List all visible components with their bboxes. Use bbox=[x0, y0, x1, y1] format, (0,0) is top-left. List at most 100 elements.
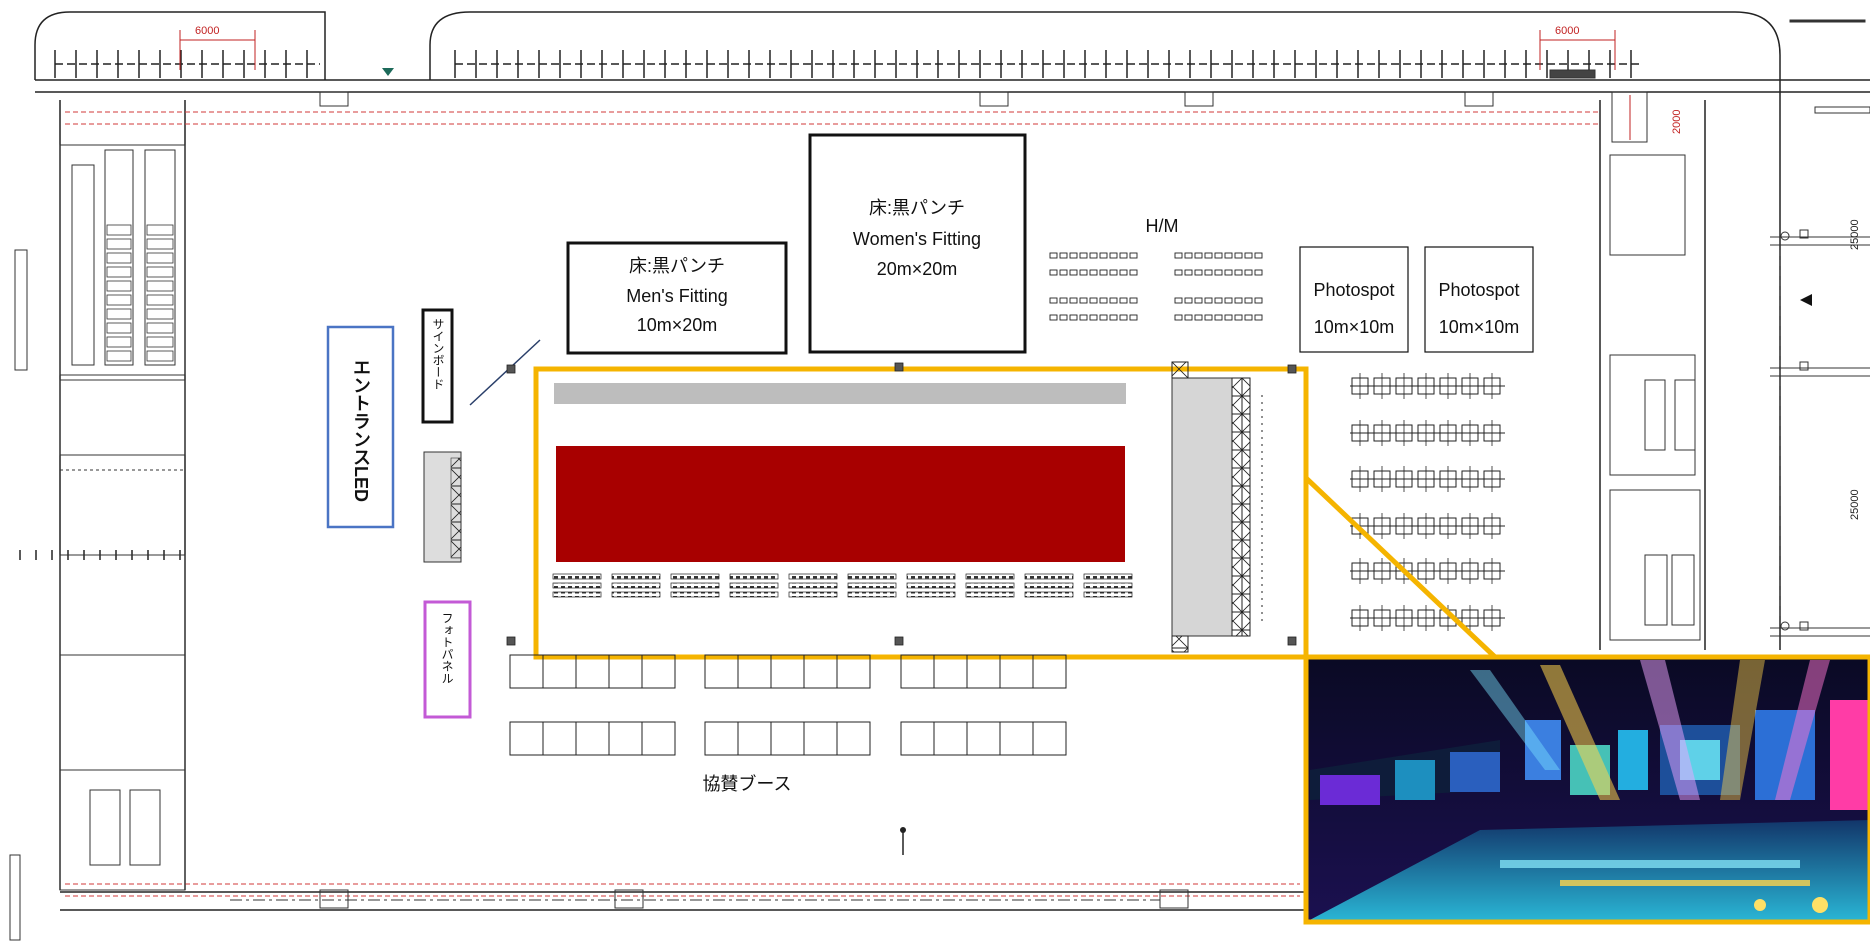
hm-seat bbox=[1079, 297, 1088, 304]
hm-seat bbox=[1224, 297, 1233, 304]
sponsor-booth-unit bbox=[704, 654, 739, 689]
hm-seat bbox=[1204, 252, 1213, 259]
hm-seat bbox=[1234, 314, 1243, 321]
hm-seat bbox=[1109, 269, 1118, 276]
sponsor-booth-unit bbox=[641, 654, 676, 689]
hm-seat bbox=[1254, 297, 1263, 304]
sponsor-booth-unit bbox=[900, 721, 935, 756]
room-slot bbox=[146, 350, 174, 362]
hm-seat bbox=[1224, 314, 1233, 321]
sponsor-booth-label: 協賛ブース bbox=[702, 773, 791, 794]
hm-seat bbox=[1129, 252, 1138, 259]
audience-seat-row bbox=[1083, 582, 1133, 589]
hm-seat bbox=[1099, 297, 1108, 304]
audience-seat-row bbox=[847, 573, 897, 580]
sponsor-booth-unit bbox=[966, 654, 1001, 689]
hm-seat bbox=[1079, 314, 1088, 321]
hm-seating bbox=[1049, 252, 1263, 321]
sponsor-booth-unit bbox=[770, 721, 805, 756]
signboard-box bbox=[421, 308, 454, 424]
dimension-right-small: 2000 bbox=[1629, 95, 1683, 140]
stage-render-image bbox=[1306, 657, 1870, 922]
audience-seat-row bbox=[788, 591, 838, 598]
sponsor-booth-unit bbox=[575, 654, 610, 689]
audience-seat-row bbox=[906, 573, 956, 580]
hm-seat bbox=[1184, 297, 1193, 304]
right-table-rows bbox=[1350, 373, 1505, 631]
hm-seat bbox=[1099, 252, 1108, 259]
mens-floor-label: 床:黒パンチ bbox=[629, 256, 725, 276]
sponsor-booth-unit bbox=[542, 654, 577, 689]
audience-seat-row bbox=[552, 591, 602, 598]
sponsor-booth-unit bbox=[509, 721, 544, 756]
womens-name-label: Women's Fitting bbox=[853, 229, 981, 249]
sponsor-booth-unit bbox=[1032, 654, 1067, 689]
hm-seat bbox=[1244, 297, 1253, 304]
room-slot bbox=[106, 336, 132, 348]
audience-seat-row bbox=[729, 582, 779, 589]
mens-name-label: Men's Fitting bbox=[626, 286, 727, 306]
sponsor-booth-unit bbox=[836, 721, 871, 756]
hm-seat bbox=[1184, 269, 1193, 276]
room-slot bbox=[146, 294, 174, 306]
hm-seat bbox=[1079, 269, 1088, 276]
room-slot bbox=[146, 266, 174, 278]
audience-seat-row bbox=[1024, 591, 1074, 598]
hm-seat bbox=[1079, 252, 1088, 259]
audience-seat-row bbox=[729, 573, 779, 580]
audience-seat-row bbox=[1083, 591, 1133, 598]
pole-marker-head bbox=[900, 827, 906, 833]
audience-seat-row bbox=[906, 591, 956, 598]
sponsor-booths bbox=[509, 654, 1067, 756]
hm-seat bbox=[1174, 269, 1183, 276]
entrance-led-label: エントランスLED bbox=[351, 358, 371, 502]
audience-seating bbox=[552, 573, 1133, 598]
hm-seat bbox=[1194, 269, 1203, 276]
room-slot bbox=[106, 224, 132, 236]
room-slot bbox=[106, 280, 132, 292]
hm-seat bbox=[1204, 297, 1213, 304]
hm-seat bbox=[1194, 314, 1203, 321]
hm-seat bbox=[1254, 252, 1263, 259]
signboard-label: サインボード bbox=[431, 318, 445, 390]
hm-seat bbox=[1194, 297, 1203, 304]
hm-label: H/M bbox=[1146, 216, 1179, 236]
backstage-block bbox=[1171, 377, 1233, 637]
audience-seat-row bbox=[1024, 582, 1074, 589]
audience-seat-row bbox=[670, 591, 720, 598]
room-slot bbox=[146, 252, 174, 264]
womens-size-label: 20m×20m bbox=[877, 259, 958, 279]
audience-seat-row bbox=[670, 582, 720, 589]
womens-floor-label: 床:黒パンチ bbox=[869, 198, 965, 218]
audience-seat-row bbox=[552, 573, 602, 580]
truss-corner bbox=[1171, 361, 1189, 379]
room-slot bbox=[106, 294, 132, 306]
audience-seat-row bbox=[729, 591, 779, 598]
sponsor-booth-unit bbox=[608, 721, 643, 756]
photospot-2-size: 10m×10m bbox=[1439, 317, 1520, 337]
hm-seat bbox=[1254, 314, 1263, 321]
dim-label: 6000 bbox=[195, 25, 219, 37]
hm-seat bbox=[1069, 314, 1078, 321]
hm-seat bbox=[1129, 297, 1138, 304]
audience-seat-row bbox=[906, 582, 956, 589]
hm-seat bbox=[1129, 314, 1138, 321]
hm-seat bbox=[1224, 252, 1233, 259]
sponsor-booth-unit bbox=[900, 654, 935, 689]
dim-right-lower: 25000 bbox=[1849, 489, 1861, 520]
dim-label: 6000 bbox=[1555, 25, 1579, 37]
audience-seat-row bbox=[1083, 573, 1133, 580]
hm-seat bbox=[1234, 252, 1243, 259]
hm-seat bbox=[1214, 297, 1223, 304]
hm-seat bbox=[1049, 252, 1058, 259]
sponsor-booth-unit bbox=[641, 721, 676, 756]
dimension-top-right: 6000 bbox=[1539, 25, 1616, 70]
audience-seat-row bbox=[788, 573, 838, 580]
hm-seat bbox=[1049, 269, 1058, 276]
sponsor-booth-unit bbox=[933, 654, 968, 689]
hm-seat bbox=[1174, 314, 1183, 321]
arrow-marker-right bbox=[1800, 294, 1812, 306]
audience-seat-row bbox=[1024, 573, 1074, 580]
hm-seat bbox=[1049, 314, 1058, 321]
left-service-area bbox=[9, 144, 186, 941]
